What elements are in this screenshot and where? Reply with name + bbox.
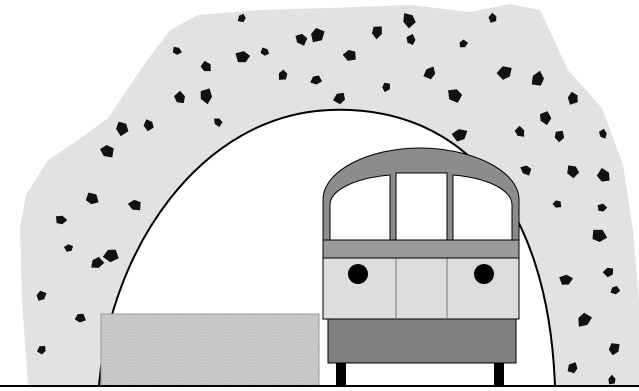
train-headlamp-right [474, 264, 494, 284]
platform-block [101, 314, 319, 386]
train-window-middle [396, 173, 447, 240]
train-front [323, 148, 519, 386]
train-band [323, 240, 519, 258]
train-headlamp-left [348, 264, 368, 284]
train-wheel-left [336, 360, 346, 386]
train-lower-body [328, 318, 516, 363]
train-wheel-right [494, 360, 504, 386]
